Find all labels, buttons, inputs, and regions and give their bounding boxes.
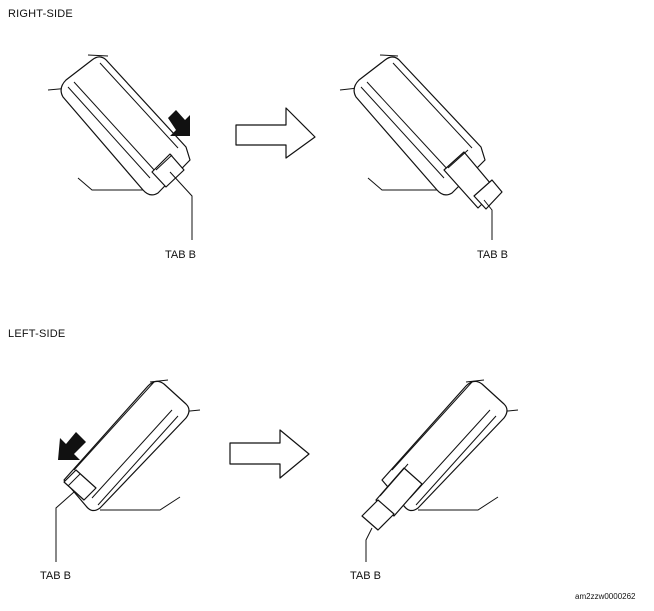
left-side-after-part — [361, 379, 519, 562]
right-side-before-tab-label: TAB B — [165, 249, 196, 261]
right-side-after-tab-label: TAB B — [477, 249, 508, 261]
left-side-before-tab-label: TAB B — [40, 570, 71, 582]
left-side-push-arrow-icon — [58, 432, 86, 460]
right-side-title: RIGHT-SIDE — [8, 8, 73, 20]
left-side-before-part — [55, 379, 201, 562]
right-side-push-arrow-icon — [168, 110, 190, 136]
left-side-title: LEFT-SIDE — [8, 328, 66, 340]
right-side-transition-arrow-icon — [235, 107, 316, 159]
figure-code: am2zzw0000262 — [575, 592, 636, 601]
right-side-after-part — [339, 54, 503, 240]
right-side-before-part — [47, 54, 193, 240]
left-side-after-tab-label: TAB B — [350, 570, 381, 582]
left-side-transition-arrow-icon — [229, 429, 310, 479]
